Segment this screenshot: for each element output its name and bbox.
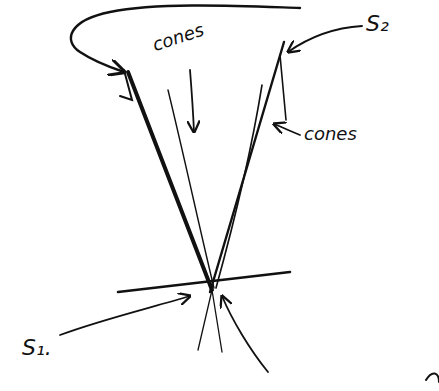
leader-arrow bbox=[288, 26, 362, 52]
region-label: cones bbox=[304, 124, 357, 144]
loop-arrow bbox=[71, 6, 300, 73]
cone-edge bbox=[120, 70, 132, 100]
surface-line bbox=[118, 272, 290, 292]
lower-cone-line bbox=[212, 290, 222, 352]
inner-cone-line bbox=[216, 85, 262, 288]
bracket-line bbox=[280, 55, 286, 120]
cone-edge bbox=[128, 72, 212, 290]
leader-arrow bbox=[60, 296, 190, 335]
lower-cone-line bbox=[198, 290, 212, 350]
leader-arrow bbox=[222, 296, 268, 372]
leader-arrow bbox=[274, 124, 300, 135]
cone-edge bbox=[210, 42, 284, 292]
leader-arrow bbox=[190, 70, 194, 132]
region-label: cones bbox=[150, 20, 206, 55]
inner-cone-line bbox=[168, 90, 214, 288]
surface-label: S₂ bbox=[366, 12, 389, 36]
surface-label: S₁. bbox=[22, 336, 52, 360]
cut-mark bbox=[426, 373, 439, 382]
